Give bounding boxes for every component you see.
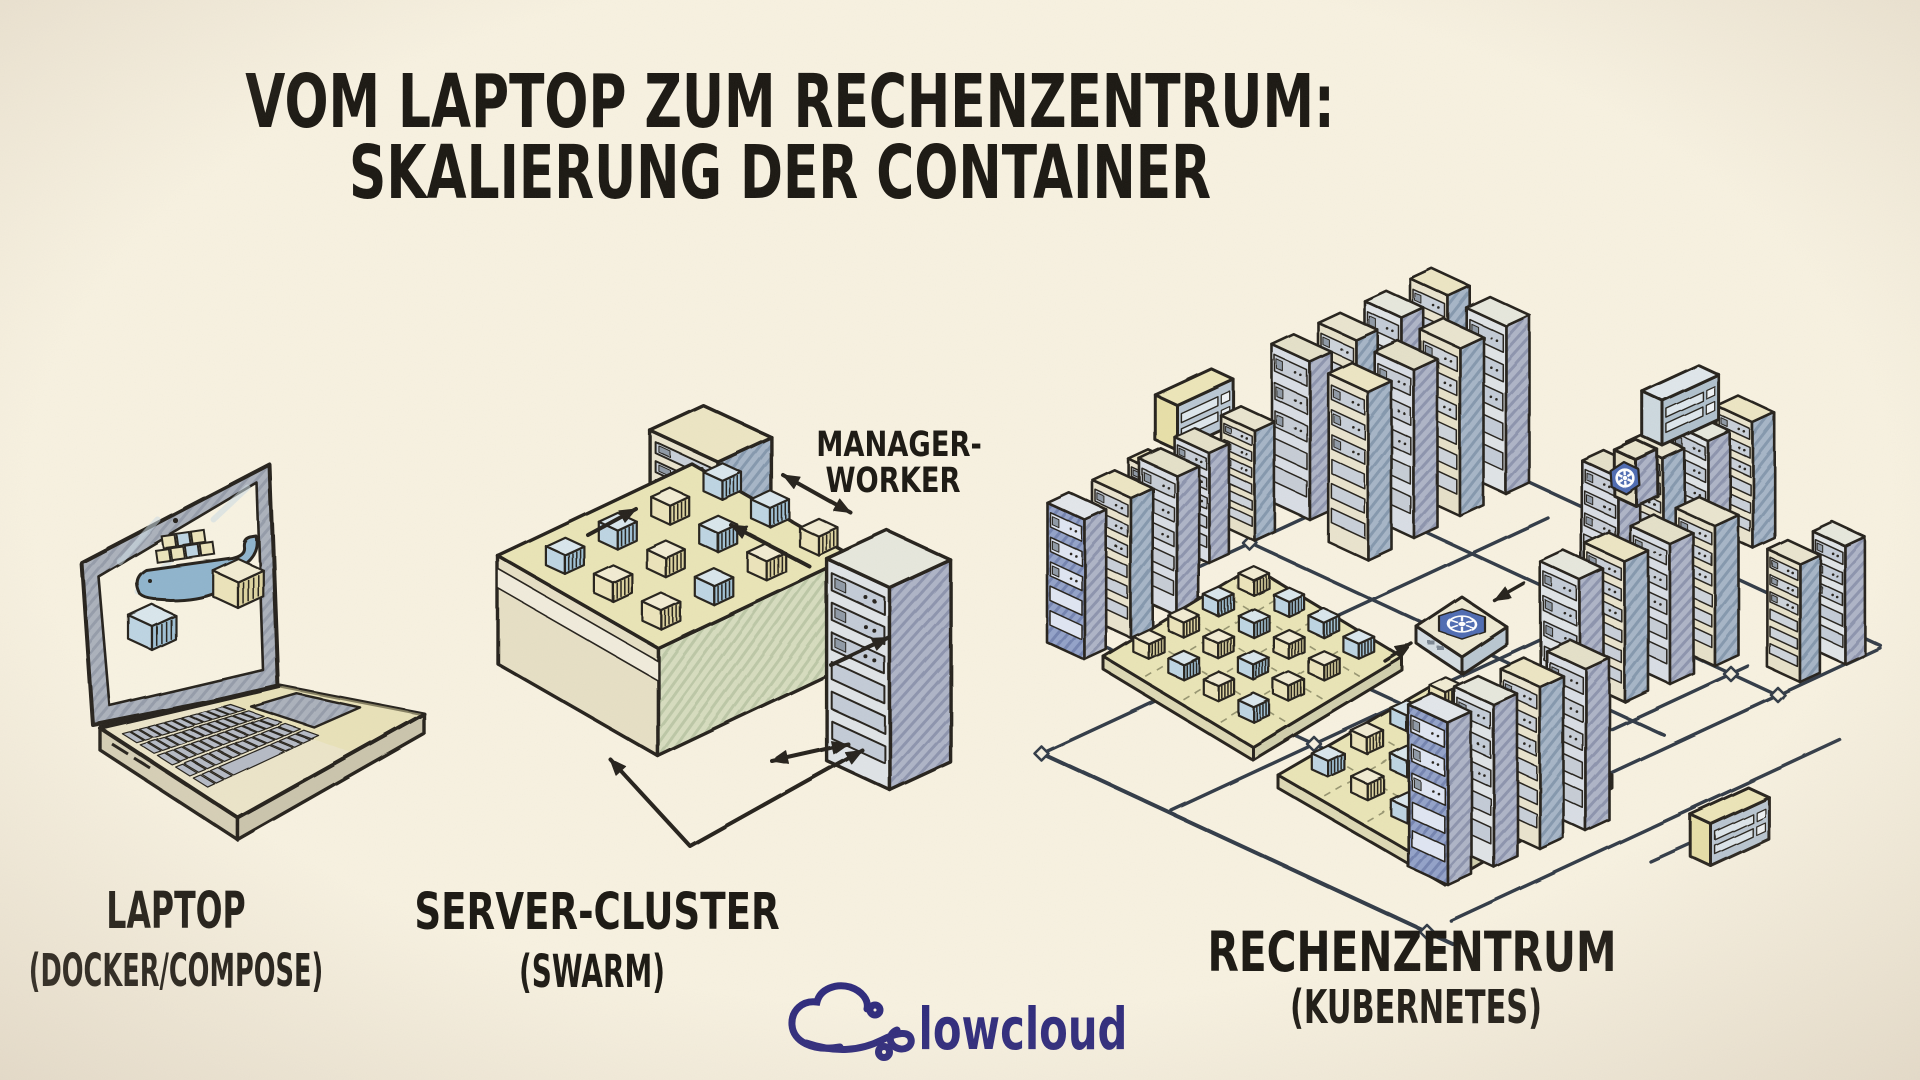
container-box [693,566,734,606]
logo-text: lowcloud [919,995,1128,1063]
container-box [127,603,177,652]
container-box [1202,670,1236,703]
container-box [1202,628,1236,660]
container-box [1167,607,1201,639]
datacenter-sublabel: (KUBERNETES) [1290,982,1542,1035]
container-box [650,487,691,526]
container-box [750,489,791,529]
title-line2: SKALIERUNG DER CONTAINER [349,131,1211,217]
container-box [1349,721,1385,756]
container-box [645,539,686,579]
container-box [593,564,634,604]
container-box [1342,628,1376,660]
container-box [1310,744,1346,779]
container-box [641,591,682,631]
server-tower [1326,361,1393,562]
laptop-sublabel: (DOCKER/COMPOSE) [29,944,324,997]
container-box [1307,607,1341,639]
kubernetes-cube [1609,438,1660,508]
manager-worker-line1: MANAGER- [816,425,982,465]
container-box [1237,564,1271,597]
container-box [545,536,586,576]
server-tower [1406,692,1473,887]
container-box [1237,607,1271,639]
container-box [1237,649,1271,682]
container-box [1272,628,1306,660]
laptop-label: LAPTOP [106,882,245,941]
container-box [1167,649,1201,682]
container-box [1237,691,1271,724]
server-tower [1766,538,1822,684]
container-box [1202,586,1236,618]
container-box [1349,767,1385,801]
datacenter-label: RECHENZENTRUM [1208,921,1617,985]
manager-worker-line2: WORKER [825,461,960,501]
manager-worker-annotation: MANAGER- WORKER [816,425,982,501]
container-box [211,557,265,610]
container-box [798,517,839,557]
cluster-label: SERVER-CLUSTER [414,882,779,941]
container-box [1272,670,1306,703]
container-box [1272,586,1306,618]
title-block: VOM LAPTOP ZUM RECHENZENTRUM: SKALIERUNG… [245,60,1334,217]
container-box [1132,628,1166,660]
server-tower [1270,332,1333,522]
server-tower [1045,490,1108,662]
container-box [698,514,739,554]
container-box [1307,649,1341,682]
container-box [702,462,743,501]
cluster-sublabel: (SWARM) [519,945,665,998]
